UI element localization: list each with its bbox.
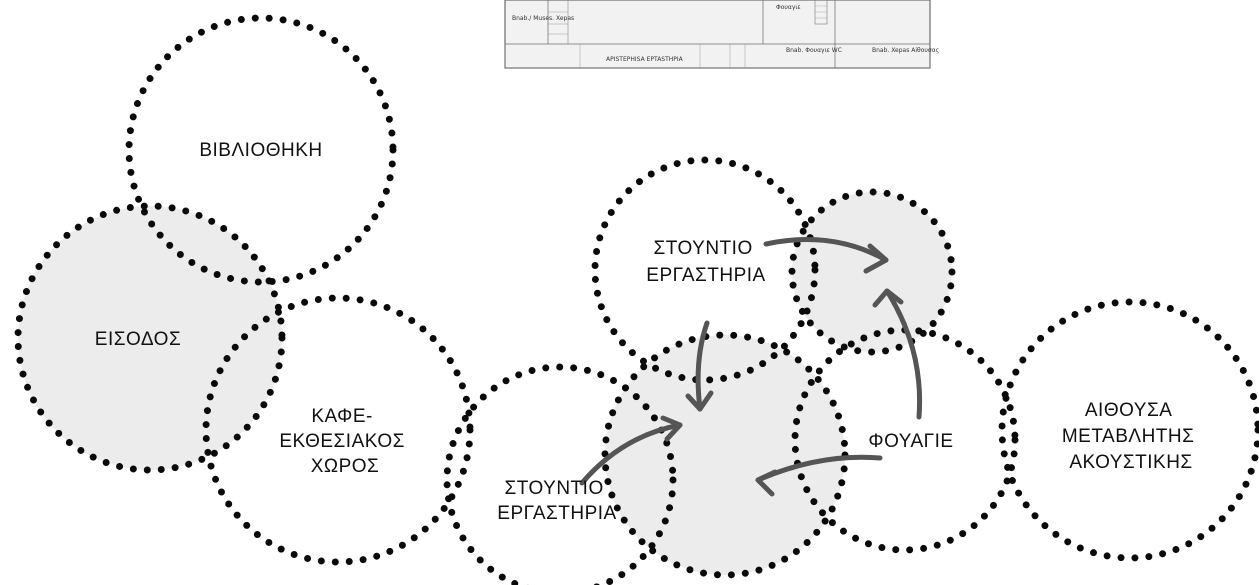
cafe-label-line: ΕΚΘΕΣΙΑΚΟΣ (279, 431, 405, 452)
library-label: ΒΙΒΛΙΟΘΗΚΗ (199, 140, 322, 161)
plan-sketch: Bnab./ Muses. Xepas APISTEPHISA EPTASTHP… (504, 0, 939, 69)
studio-top-label: ΣΤΟΥΝΤΙΟ ΕΡΓΑΣΤΗΡΙΑ (646, 238, 765, 286)
hall-label-line: ΑΚΟΥΣΤΙΚΗΣ (1069, 452, 1192, 473)
central-workshop-bubble (601, 331, 849, 579)
foyer-top-bubble (788, 188, 956, 356)
cafe-label-line: ΚΑΦΕ- (311, 406, 372, 427)
arrowhead-icon (863, 243, 889, 274)
central-zone-fill (605, 335, 845, 575)
flow-arrows (579, 237, 923, 497)
sketch-foyer-label: Φουαγιε (776, 4, 801, 11)
arrowhead-icon (660, 415, 683, 442)
entrance-label: ΕΙΣΟΔΟΣ (95, 329, 181, 350)
hall-label-line: ΑΙΘΟΥΣΑ (1085, 400, 1172, 421)
studio-top-bubble (591, 156, 819, 384)
hall-label-line: ΜΕΤΑΒΛΗΤΗΣ (1062, 426, 1195, 447)
cafe-label-line: ΧΩΡΟΣ (311, 456, 380, 477)
studio-bottom-bubble (443, 363, 677, 585)
sketch-foyer-wc-label: Bnab. Φουαγιε WC (786, 47, 842, 54)
arrowhead-icon (755, 469, 778, 497)
arrowhead-icon (872, 288, 904, 308)
flow-arrow-icon (763, 237, 889, 263)
sketch-workshop-label: APISTEPHISA EPTASTHPIA (606, 56, 684, 63)
studio-top-label-line: ΕΡΓΑΣΤΗΡΙΑ (646, 265, 765, 286)
foyer-zone-fill (792, 192, 952, 352)
cafe-bubble (202, 294, 474, 566)
hall-label: ΑΙΘΟΥΣΑ ΜΕΤΑΒΛΗΤΗΣ ΑΚΟΥΣΤΙΚΗΣ (1062, 400, 1200, 473)
foyer-label: ΦΟΥΑΓΙΕ (868, 431, 953, 452)
sketch-hall-label: Bnab. Xepas Aiθoυσας (872, 47, 939, 54)
studio-bottom-label: ΣΤΟΥΝΤΙΟ ΕΡΓΑΣΤΗΡΙΑ (497, 478, 616, 524)
flow-arrow-icon (884, 288, 923, 420)
arrowhead-icon (685, 390, 714, 412)
cafe-label: ΚΑΦΕ- ΕΚΘΕΣΙΑΚΟΣ ΧΩΡΟΣ (279, 406, 410, 477)
hall-bubble (998, 298, 1259, 562)
flow-arrow-icon (695, 320, 710, 412)
library-bubble (125, 14, 397, 286)
flow-arrow-icon (579, 422, 683, 486)
sketch-entrance-label: Bnab./ Muses. Xepas (512, 15, 574, 22)
studio-bottom-label-line: ΣΤΟΥΝΤΙΟ (504, 478, 603, 499)
studio-bottom-label-line: ΕΡΓΑΣΤΗΡΙΑ (497, 503, 616, 524)
entrance-bubble (14, 202, 286, 474)
studio-top-label-line: ΣΤΟΥΝΤΙΟ (653, 238, 752, 259)
